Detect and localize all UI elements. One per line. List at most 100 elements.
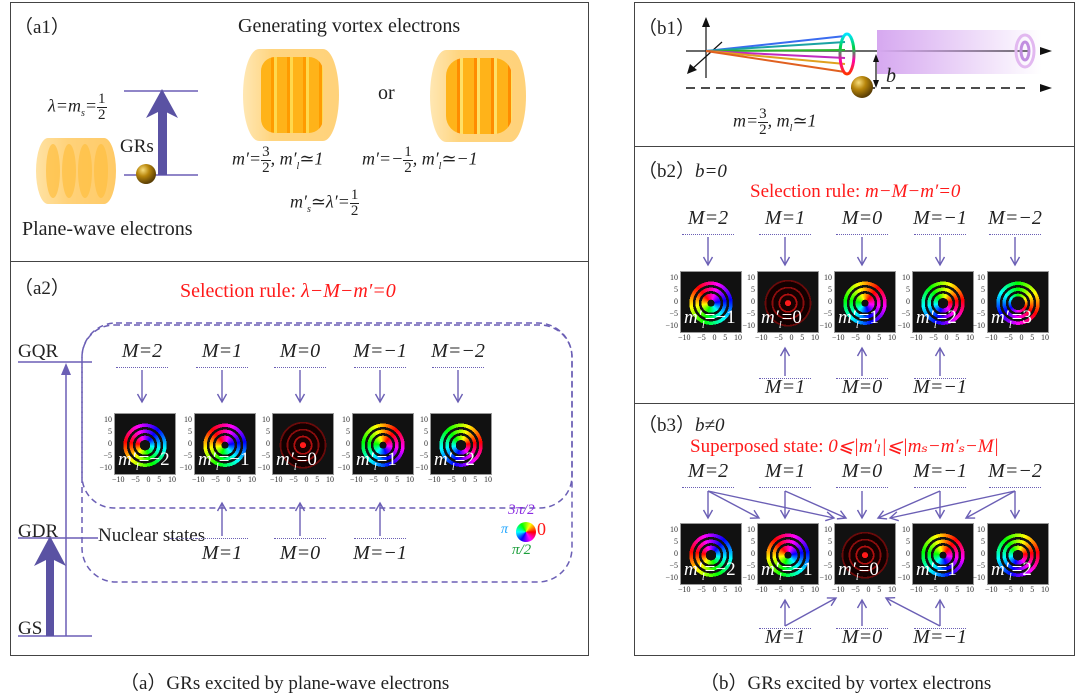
ml-value-label: m′l=0 — [761, 307, 802, 331]
y-tick-label: 10 — [747, 525, 755, 534]
incoming-helicity-lhs: λ=m — [48, 95, 81, 116]
y-tick-label: 10 — [670, 525, 678, 534]
a2-down-arrow-head — [216, 393, 228, 404]
x-tick-label: 10 — [325, 475, 334, 484]
gqr-arrow-head — [61, 363, 71, 375]
b2-down-arrow-head — [702, 256, 714, 267]
field-intensity-image — [834, 523, 896, 585]
y-tick-label: −10 — [415, 463, 428, 472]
b2-down-arrow-head — [934, 256, 946, 267]
b2-top-M-dotline — [682, 234, 734, 235]
x-tick-label: 0 — [789, 585, 794, 594]
ml-value-label: m′l=−1 — [684, 307, 736, 331]
y-tick-label: 0 — [828, 297, 832, 306]
y-tick-label: 5 — [266, 427, 270, 436]
b2-bottom-M-label: M=−1 — [913, 376, 967, 398]
nuclear-states-label: Nuclear states — [98, 525, 206, 546]
x-tick-label: 0 — [866, 333, 871, 342]
y-tick-label: 5 — [424, 427, 428, 436]
level-gqr: GQR — [18, 341, 59, 362]
x-tick-label: −10 — [910, 333, 923, 342]
a2-down-arrow-head — [136, 393, 148, 404]
ml-symbol: m′ — [991, 307, 1009, 328]
x-tick-label: 10 — [167, 475, 176, 484]
b2-top-M-label: M=1 — [764, 207, 806, 229]
x-tick-label: 0 — [462, 475, 467, 484]
ml-symbol: m′ — [838, 559, 856, 580]
y-tick-label: 10 — [902, 525, 910, 534]
ml-value: =1 — [858, 307, 879, 328]
incoming-helicity-eq-sign: = — [84, 95, 98, 116]
field-intensity-image — [352, 413, 414, 475]
x-tick-label: 5 — [1030, 333, 1035, 342]
x-tick-label: −5 — [697, 585, 706, 594]
b1-b2-divider — [634, 146, 1075, 147]
ml-subscript: l — [778, 319, 782, 331]
frac-den: 2 — [404, 160, 412, 176]
x-tick-label: 5 — [955, 333, 960, 342]
b2-bottom-M-dotline — [836, 378, 888, 379]
a2-top-M-dotline — [274, 367, 326, 368]
x-tick-label: 5 — [157, 475, 162, 484]
x-tick-label: −5 — [774, 333, 783, 342]
frac-den: 2 — [759, 122, 767, 138]
a2-rule-prefix: Selection rule: — [180, 280, 302, 302]
x-tick-label: 5 — [237, 475, 242, 484]
ml-subscript: l — [701, 571, 705, 583]
a2-bottom-M-dotline — [196, 538, 248, 539]
y-tick-label: 5 — [108, 427, 112, 436]
vortex2-suffix: , m′ — [412, 148, 439, 169]
y-tick-label: 5 — [674, 537, 678, 546]
b3-top-M-label: M=−1 — [913, 460, 967, 482]
b2-up-arrow-head — [779, 346, 791, 357]
frac-num: 1 — [403, 144, 413, 161]
x-tick-label: 10 — [965, 333, 974, 342]
ml-value: =1 — [376, 449, 397, 470]
x-tick-label: 10 — [1040, 333, 1049, 342]
y-tick-label: 10 — [977, 525, 985, 534]
y-tick-label: 0 — [828, 549, 832, 558]
b2-down-arrow-head — [779, 256, 791, 267]
a1-arrow-head — [146, 89, 178, 118]
b3-up-arrow-diag-head — [884, 596, 896, 607]
x-tick-label: −10 — [832, 333, 845, 342]
y-tick-label: −5 — [746, 309, 755, 318]
ml-subscript: l — [135, 461, 139, 473]
a2-up-arrow-head — [294, 501, 306, 512]
x-tick-label: −10 — [678, 585, 691, 594]
x-tick-label: 0 — [1019, 333, 1024, 342]
y-tick-label: −10 — [257, 463, 270, 472]
b1-vortex-ring — [838, 32, 856, 76]
b3-bottom-M-label: M=1 — [764, 626, 806, 648]
a2-down-arrow-head — [374, 393, 386, 404]
field-intensity-image — [834, 271, 896, 333]
x-tick-label: 5 — [723, 585, 728, 594]
x-tick-label: 5 — [723, 333, 728, 342]
b3-fan-arrow-head — [825, 511, 836, 522]
a2-top-M-dotline — [196, 367, 248, 368]
a2-bottom-M-label: M=−1 — [353, 542, 407, 564]
vortex-electron-tube-1 — [243, 49, 339, 141]
y-tick-label: 0 — [751, 297, 755, 306]
a2-down-arrow-head — [294, 393, 306, 404]
x-tick-label: 10 — [733, 585, 742, 594]
b2-top-M-dotline — [914, 234, 966, 235]
ml-subscript: l — [373, 461, 377, 473]
a2-up-arrow-head — [374, 501, 386, 512]
ml-value: =2 — [454, 449, 475, 470]
x-tick-label: −5 — [447, 475, 456, 484]
y-tick-label: 5 — [906, 537, 910, 546]
a2-bottom-M-label: M=1 — [201, 542, 243, 564]
frac-num: 1 — [97, 91, 107, 108]
